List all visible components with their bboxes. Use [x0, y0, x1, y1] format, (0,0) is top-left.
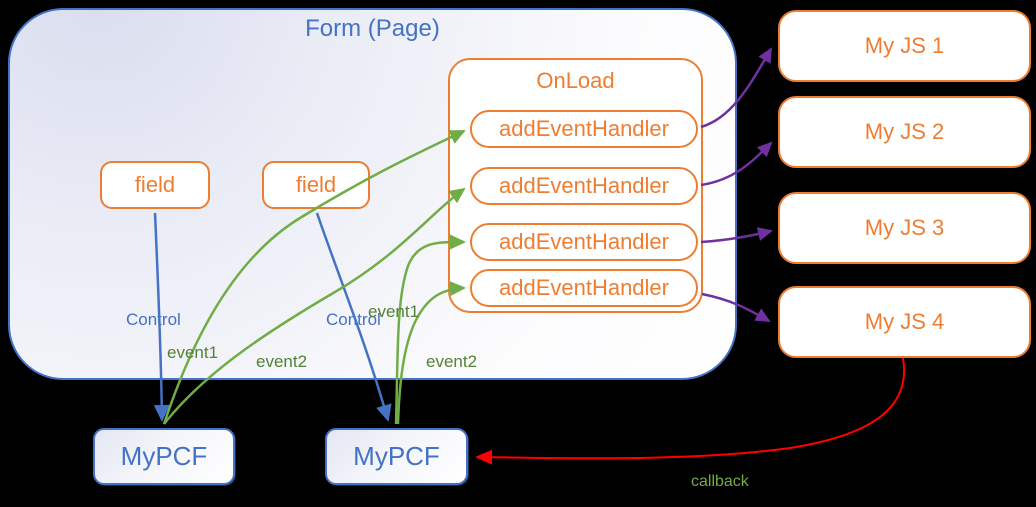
add-event-handler-1: addEventHandler [470, 110, 698, 148]
my-pcf-2-box: MyPCF [325, 428, 468, 485]
form-page-title: Form (Page) [305, 15, 440, 42]
label-event2-right: event2 [426, 352, 478, 371]
onload-title: OnLoad [536, 68, 615, 93]
field-box-1: field [100, 161, 210, 209]
add-event-handler-2: addEventHandler [470, 167, 698, 205]
label-event1-right: event1 [368, 302, 420, 321]
label-control-right: Control [326, 310, 381, 329]
my-js-2-box: My JS 2 [778, 96, 1031, 168]
label-control-left: Control [126, 310, 181, 329]
label-callback: callback [691, 473, 749, 490]
field-box-2: field [262, 161, 370, 209]
my-js-4-box: My JS 4 [778, 286, 1031, 358]
label-event2-left: event2 [256, 352, 308, 371]
add-event-handler-4: addEventHandler [470, 269, 698, 307]
add-event-handler-3: addEventHandler [470, 223, 698, 261]
my-pcf-1-box: MyPCF [93, 428, 235, 485]
my-js-3-box: My JS 3 [778, 192, 1031, 264]
my-js-1-box: My JS 1 [778, 10, 1031, 82]
label-event1-left: event1 [167, 343, 219, 362]
